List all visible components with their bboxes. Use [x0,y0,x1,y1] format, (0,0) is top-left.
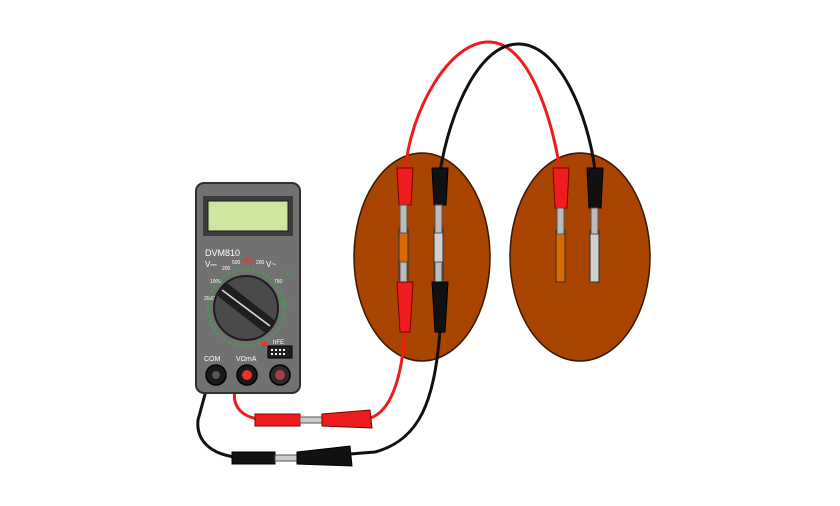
range-label: 2000 [204,296,215,302]
com-label: COM [204,356,221,363]
ac-volt-symbol: V~ [266,260,276,269]
amp-label: A [286,271,291,278]
range-label: 200 [256,260,265,266]
range-label: 750 [274,279,283,285]
range-label: 1000 [210,279,221,285]
hfe-socket [267,345,293,359]
fruit-cell-left [353,152,491,362]
black-wire-to-meter [196,329,442,460]
range-label: 200 [222,266,231,272]
red-clip-left-bottom [396,261,414,333]
copper-electrode-right [555,229,566,283]
black-probe [231,445,353,467]
dc-volt-symbol: V⎓ [205,260,217,269]
red-clip-right-top [552,167,570,235]
meter-display [207,200,289,232]
fruit-cell-right [509,152,651,362]
multimeter: DVM810 V⎓ V~ OFF A hFE 200 1000 500 750 … [195,182,301,394]
dial-pointer-line [221,289,271,327]
black-wire-bridge [438,42,597,173]
vma-label: VΩmA [236,356,257,363]
hfe-label: hFE [273,340,284,346]
zinc-electrode-right [589,229,600,283]
red-clip-left-top [396,167,414,234]
dial-ring [207,269,285,347]
range-label: 500 [232,260,241,266]
black-clip-right-top [586,167,604,235]
meter-model: DVM810 [205,248,240,258]
black-clip-left-top [431,167,449,234]
off-label: OFF [241,259,253,265]
range-indicator-red [262,342,267,346]
black-clip-left-bottom [431,261,449,333]
red-probe [254,409,373,429]
red-wire-bridge [403,40,562,173]
